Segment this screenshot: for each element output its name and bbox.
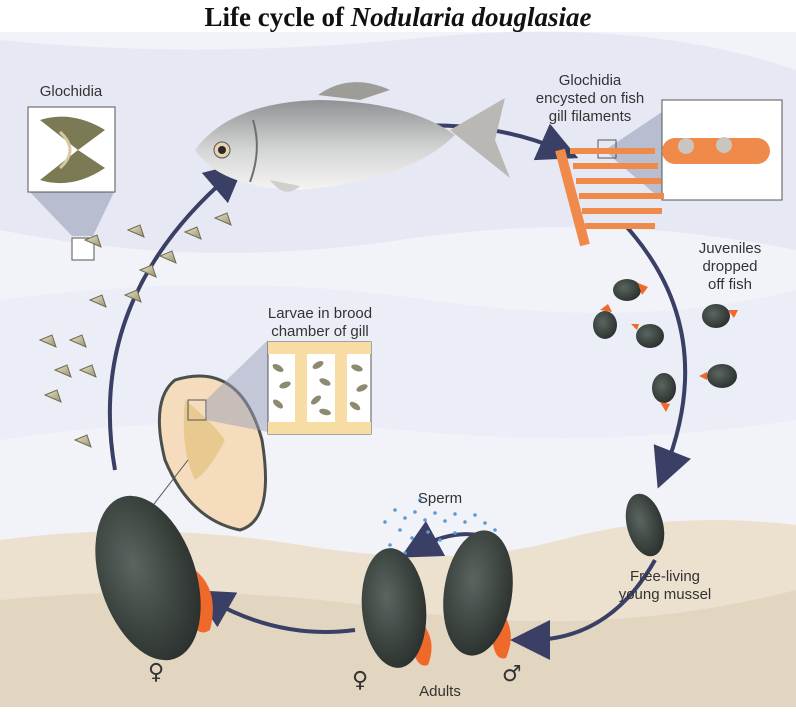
gill-filaments xyxy=(555,148,664,247)
label-sperm: Sperm xyxy=(417,490,463,507)
glochidia-particles xyxy=(38,212,232,448)
label-larvae: Larvae in brood chamber of gill xyxy=(245,305,395,341)
label-encysted-line1: Glochidia xyxy=(558,72,622,89)
juvenile-mussels xyxy=(593,279,738,412)
female-adult-mussel xyxy=(95,495,213,661)
male-symbol-pair: ♂ xyxy=(502,662,522,687)
label-encysted: Glochidia encysted on fish gill filament… xyxy=(520,72,660,126)
label-larvae-line1: Larvae in brood xyxy=(267,305,373,322)
cycle-arrow-female-to-fish xyxy=(107,161,246,471)
cycle-arrow-adults-to-female xyxy=(192,590,356,634)
label-juveniles-line1: Juveniles xyxy=(698,240,762,257)
label-adults: Adults xyxy=(419,683,461,700)
female-symbol-left: ♀ xyxy=(148,660,165,685)
label-juveniles-line3: off fish xyxy=(708,276,752,293)
label-free-living: Free-living young mussel xyxy=(595,568,735,604)
label-juveniles-line2: dropped xyxy=(702,258,758,275)
label-encysted-line2: encysted on fish xyxy=(535,90,645,107)
label-free-living-line1: Free-living xyxy=(629,568,701,585)
label-free-living-line2: young mussel xyxy=(618,586,712,603)
female-symbol-pair: ♀ xyxy=(352,668,369,693)
cycle-arrow-young-to-adults xyxy=(510,559,657,660)
label-juveniles: Juveniles dropped off fish xyxy=(680,240,780,294)
sperm-cloud xyxy=(383,498,497,555)
cycle-arrow-gill-to-juvenile xyxy=(623,223,691,489)
host-fish xyxy=(195,82,510,192)
adult-mussel-pair xyxy=(361,530,513,668)
female-mussel-gill-cutaway xyxy=(129,340,268,536)
label-larvae-line2: chamber of gill xyxy=(271,323,369,340)
free-living-young-mussel xyxy=(625,493,665,557)
label-encysted-line3: gill filaments xyxy=(548,108,632,125)
diagram-title: Life cycle of Nodularia douglasiae xyxy=(204,2,592,32)
larvae-brood-inset xyxy=(267,341,372,435)
glochidia-inset xyxy=(27,106,116,261)
label-glochidia: Glochidia xyxy=(39,83,103,100)
